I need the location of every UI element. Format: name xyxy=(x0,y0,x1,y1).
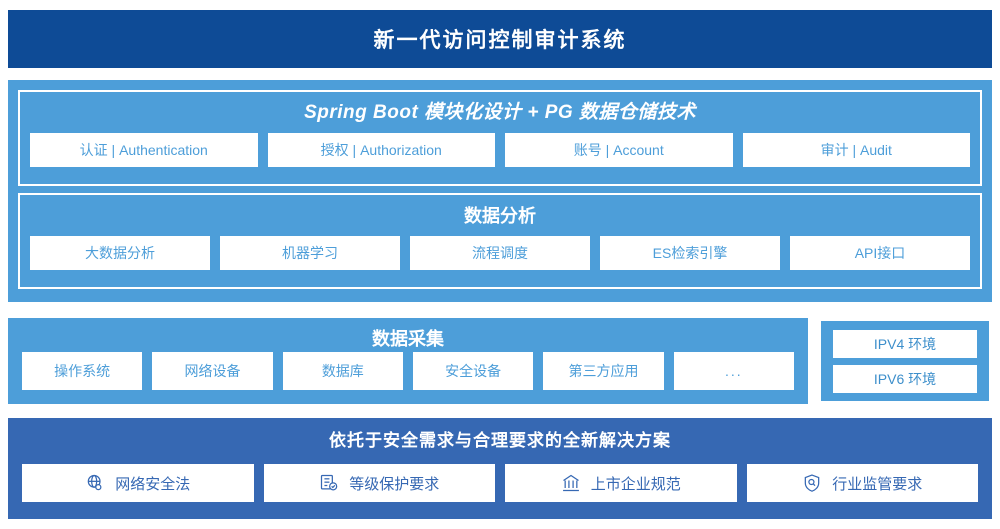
card-audit[interactable]: 审计 | Audit xyxy=(742,133,970,167)
card-label: 网络设备 xyxy=(184,363,241,379)
page-title: 新一代访问控制审计系统 xyxy=(373,29,627,52)
chip-ipv4-environment[interactable]: IPV4 环境 xyxy=(833,329,977,358)
platform-panel: Spring Boot 模块化设计 + PG 数据仓储技术 认证 | Authe… xyxy=(8,80,992,302)
card-authorization[interactable]: 授权 | Authorization xyxy=(267,133,495,167)
environment-panel: IPV4 环境 IPV6 环境 xyxy=(818,318,992,404)
spring-boot-group: Spring Boot 模块化设计 + PG 数据仓储技术 认证 | Authe… xyxy=(18,90,982,186)
card-listed-company-standard[interactable]: 上市企业规范 xyxy=(505,464,737,502)
bank-building-icon xyxy=(561,473,581,493)
card-label: 安全设备 xyxy=(445,363,502,379)
card-label: 审计 | Audit xyxy=(820,142,892,158)
card-api-interface[interactable]: API接口 xyxy=(790,236,970,270)
data-collection-panel: 数据采集 操作系统 网络设备 数据库 安全设备 第三方应用 ... xyxy=(8,318,808,404)
card-label: 授权 | Authorization xyxy=(320,142,442,158)
compliance-panel: 依托于安全需求与合理要求的全新解决方案 网络安全法 xyxy=(8,418,992,519)
card-label: 流程调度 xyxy=(472,245,528,261)
card-third-party-application[interactable]: 第三方应用 xyxy=(543,352,664,390)
card-label: 数据库 xyxy=(321,363,364,379)
data-analysis-group: 数据分析 大数据分析 机器学习 流程调度 ES检索引擎 API接口 xyxy=(18,193,982,289)
card-label: API接口 xyxy=(854,245,906,261)
globe-network-icon xyxy=(85,473,105,493)
card-label: 账号 | Account xyxy=(573,142,664,158)
card-label: ES检索引擎 xyxy=(652,245,728,261)
compliance-card-row: 网络安全法 等级保护要求 xyxy=(22,464,978,502)
header-band: 新一代访问控制审计系统 xyxy=(8,10,992,68)
card-es-search-engine[interactable]: ES检索引擎 xyxy=(600,236,780,270)
spring-boot-card-row: 认证 | Authentication 授权 | Authorization 账… xyxy=(30,133,970,167)
data-collection-inner: 数据采集 操作系统 网络设备 数据库 安全设备 第三方应用 ... xyxy=(8,318,808,400)
document-check-icon xyxy=(319,473,339,493)
chip-ipv6-environment[interactable]: IPV6 环境 xyxy=(833,364,977,393)
card-authentication[interactable]: 认证 | Authentication xyxy=(30,133,258,167)
card-big-data-analysis[interactable]: 大数据分析 xyxy=(30,236,210,270)
card-label: 操作系统 xyxy=(54,363,111,379)
compliance-inner: 依托于安全需求与合理要求的全新解决方案 网络安全法 xyxy=(8,418,992,514)
card-process-scheduling[interactable]: 流程调度 xyxy=(410,236,590,270)
spring-boot-group-title: Spring Boot 模块化设计 + PG 数据仓储技术 xyxy=(304,102,696,123)
card-label: 第三方应用 xyxy=(568,363,639,379)
card-machine-learning[interactable]: 机器学习 xyxy=(220,236,400,270)
card-label: 机器学习 xyxy=(282,245,338,261)
card-cybersecurity-law[interactable]: 网络安全法 xyxy=(22,464,254,502)
card-label: 行业监管要求 xyxy=(832,475,923,493)
card-label: 上市企业规范 xyxy=(590,475,681,493)
data-collection-title: 数据采集 xyxy=(372,329,444,349)
shield-search-icon xyxy=(802,473,822,493)
card-security-device[interactable]: 安全设备 xyxy=(412,352,534,390)
card-industry-regulation[interactable]: 行业监管要求 xyxy=(746,464,978,502)
card-label: ... xyxy=(724,363,743,379)
card-label: 网络安全法 xyxy=(115,475,191,493)
chip-label: IPV6 环境 xyxy=(873,370,937,387)
card-more[interactable]: ... xyxy=(673,352,794,390)
card-account[interactable]: 账号 | Account xyxy=(505,133,733,167)
card-network-device[interactable]: 网络设备 xyxy=(152,352,273,390)
compliance-title: 依托于安全需求与合理要求的全新解决方案 xyxy=(329,431,671,450)
data-collection-card-row: 操作系统 网络设备 数据库 安全设备 第三方应用 ... xyxy=(22,352,794,390)
data-analysis-group-title: 数据分析 xyxy=(464,206,536,226)
card-classified-protection[interactable]: 等级保护要求 xyxy=(263,464,495,502)
card-operating-system[interactable]: 操作系统 xyxy=(22,352,143,390)
card-database[interactable]: 数据库 xyxy=(282,352,403,390)
data-analysis-card-row: 大数据分析 机器学习 流程调度 ES检索引擎 API接口 xyxy=(30,236,970,270)
chip-label: IPV4 环境 xyxy=(873,335,937,352)
card-label: 等级保护要求 xyxy=(349,475,440,493)
card-label: 大数据分析 xyxy=(85,245,155,261)
card-label: 认证 | Authentication xyxy=(79,142,208,158)
